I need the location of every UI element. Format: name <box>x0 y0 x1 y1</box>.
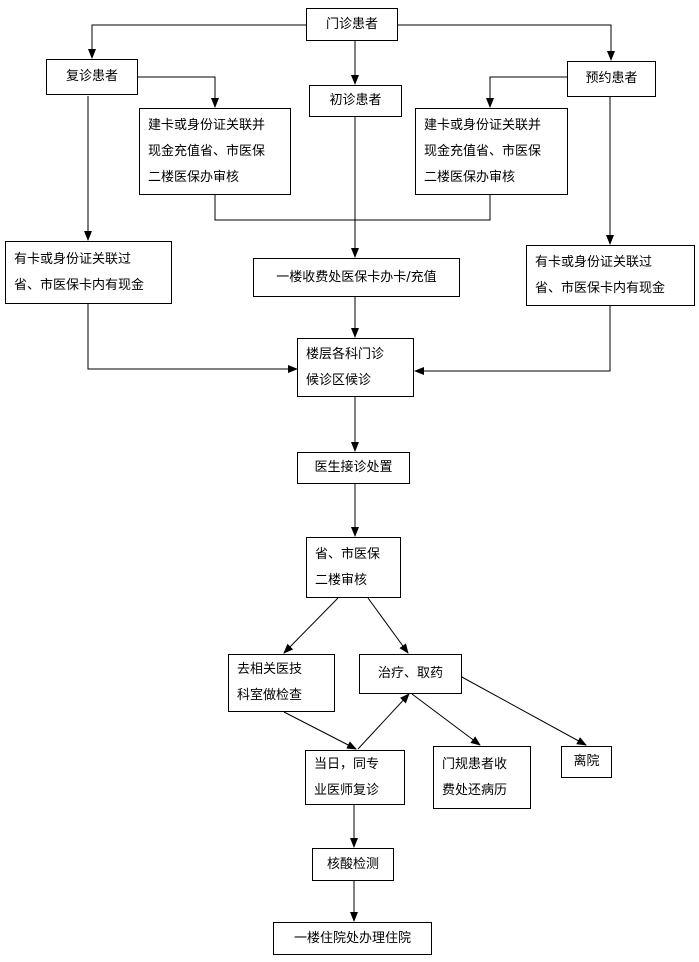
node-tests: 去相关医技 科室做检查 <box>228 654 335 712</box>
node-insurance-review: 省、市医保 二楼审核 <box>306 537 401 598</box>
node-waiting-area: 楼层各科门诊 候诊区候诊 <box>297 338 414 397</box>
node-appointment-patient: 预约患者 <box>567 61 656 97</box>
node-doctor: 医生接诊处置 <box>297 452 410 484</box>
node-has-card-right: 有卡或身份证关联过 省、市医保卡内有现金 <box>526 245 695 306</box>
node-treatment: 治疗、取药 <box>359 654 462 694</box>
node-outpatient: 门诊患者 <box>306 8 398 41</box>
node-discharge: 离院 <box>561 746 612 778</box>
node-sameday-review: 当日，同专 业医师复诊 <box>305 750 405 805</box>
node-card-left: 建卡或身份证关联并 现金充值省、市医保 二楼医保办审核 <box>139 108 291 195</box>
node-return-patient: 复诊患者 <box>46 59 138 95</box>
node-admission: 一楼住院处办理住院 <box>273 922 432 955</box>
node-has-card-left: 有卡或身份证关联过 省、市医保卡内有现金 <box>5 241 172 304</box>
node-card-right: 建卡或身份证关联并 现金充值省、市医保 二楼医保办审核 <box>415 108 568 195</box>
node-cashier-floor1: 一楼收费处医保卡办卡/充值 <box>253 258 460 297</box>
node-return-records: 门规患者收 费处还病历 <box>433 746 531 809</box>
node-nucleic-test: 核酸检测 <box>312 848 394 881</box>
node-first-patient: 初诊患者 <box>309 85 402 117</box>
